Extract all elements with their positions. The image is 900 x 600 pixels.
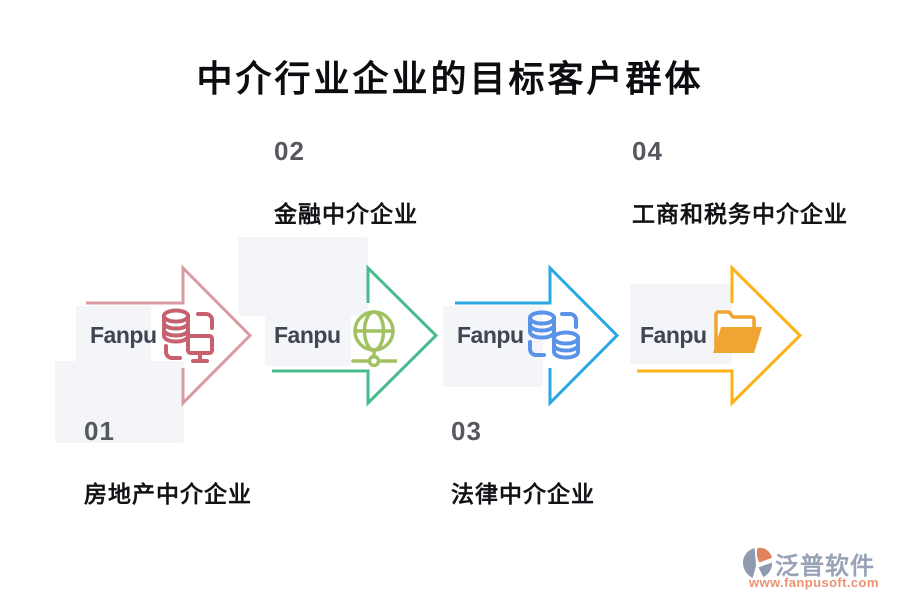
arrow-step-4 <box>637 264 803 407</box>
step-label: 法律中介企业 <box>451 481 595 507</box>
background-tile <box>238 237 368 316</box>
step-label: 金融中介企业 <box>274 201 418 227</box>
arrow-step-3 <box>455 264 620 407</box>
open-folder-icon <box>713 310 762 353</box>
fanpu-logo-icon <box>742 547 773 579</box>
background-tile <box>265 316 351 366</box>
step-label: 房地产中介企业 <box>84 481 252 507</box>
brand-label: Fanpu <box>274 322 341 348</box>
footer-watermark: 泛普软件 www.fanpusoft.com <box>742 546 892 592</box>
step-number: 04 <box>632 136 663 166</box>
arrow-step-1 <box>86 264 253 407</box>
footer-website: www.fanpusoft.com <box>749 575 879 590</box>
step-3-text: 03 法律中介企业 <box>451 416 595 509</box>
page-title: 中介行业企业的目标客户群体 <box>196 58 704 99</box>
brand-label: Fanpu <box>457 322 524 348</box>
brand-label: Fanpu <box>90 322 157 348</box>
globe-network-icon <box>351 310 397 367</box>
database-sync-icon <box>528 310 580 360</box>
step-4-text: 04 工商和税务中介企业 <box>632 136 848 229</box>
background-tile <box>443 306 543 387</box>
step-1-text: 01 房地产中介企业 <box>84 416 252 509</box>
background-tile <box>55 361 184 443</box>
step-2-text: 02 金融中介企业 <box>274 136 418 229</box>
arrow-step-2 <box>272 264 439 407</box>
database-monitor-icon <box>162 308 214 363</box>
brand-label: Fanpu <box>640 322 707 348</box>
step-label: 工商和税务中介企业 <box>632 201 848 227</box>
background-tile <box>76 306 151 362</box>
footer-logo-text: 泛普软件 <box>775 553 875 580</box>
step-number: 03 <box>451 416 482 446</box>
step-number: 02 <box>274 136 305 166</box>
step-number: 01 <box>84 416 115 446</box>
